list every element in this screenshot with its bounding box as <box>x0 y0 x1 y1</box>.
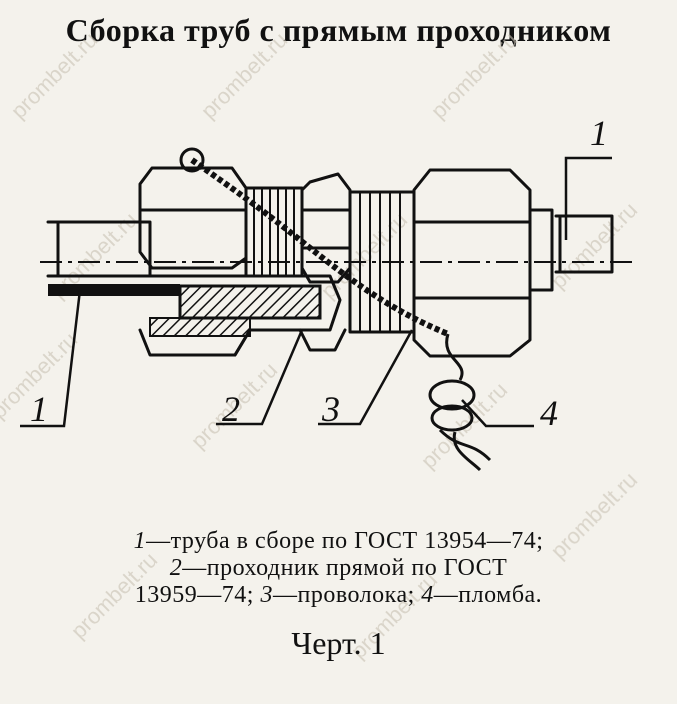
center-hex <box>300 172 352 284</box>
legend-text: —пломба. <box>433 582 543 608</box>
drawing-lines <box>46 166 614 358</box>
leader-3 <box>318 329 414 426</box>
leader-4 <box>461 399 534 428</box>
watermark: prombelt.ru <box>426 27 522 123</box>
legend-caption: 1—труба в сборе по ГОСТ 13954—74; 2—прох… <box>0 528 677 609</box>
left-nut <box>138 166 248 270</box>
callout-3: 3 <box>322 389 340 429</box>
leader-1-top <box>564 156 612 240</box>
leader-2 <box>216 329 304 426</box>
caption-line-3: 13959—74; 3—проволока; 4—пломба. <box>0 582 677 609</box>
section-hatch <box>178 284 322 320</box>
caption-line-2: 2—проходник прямой по ГОСТ <box>0 555 677 582</box>
callout-2: 2 <box>222 389 240 429</box>
legend-text: —труба в сборе по ГОСТ 13954—74; <box>146 528 544 554</box>
watermark: prombelt.ru <box>6 27 102 123</box>
callout-4: 4 <box>540 393 558 433</box>
watermark: prombelt.ru <box>316 207 412 303</box>
legend-number: 4 <box>421 582 434 608</box>
caption-line-1: 1—труба в сборе по ГОСТ 13954—74; <box>0 528 677 555</box>
leader-lines <box>20 156 612 428</box>
legend-number: 3 <box>260 582 273 608</box>
right-nut <box>412 168 532 358</box>
page-title: Сборка труб с прямым проходником <box>65 12 612 48</box>
right-pipe <box>554 214 614 274</box>
legend-text: —проволока; <box>272 582 422 608</box>
legend-text: 13959—74; <box>134 582 261 608</box>
left-pipe <box>46 220 152 278</box>
watermark: prombelt.ru <box>196 27 292 123</box>
callout-1-top: 1 <box>590 113 608 153</box>
leader-1-left <box>20 289 82 428</box>
callout-1-left: 1 <box>30 389 48 429</box>
drawing-label: Черт. 1 <box>291 625 386 661</box>
legend-number: 1 <box>133 528 147 554</box>
seal <box>428 333 492 472</box>
wire <box>190 157 450 337</box>
legend-text: —проходник прямой по ГОСТ <box>182 555 508 581</box>
legend-number: 2 <box>169 555 183 581</box>
